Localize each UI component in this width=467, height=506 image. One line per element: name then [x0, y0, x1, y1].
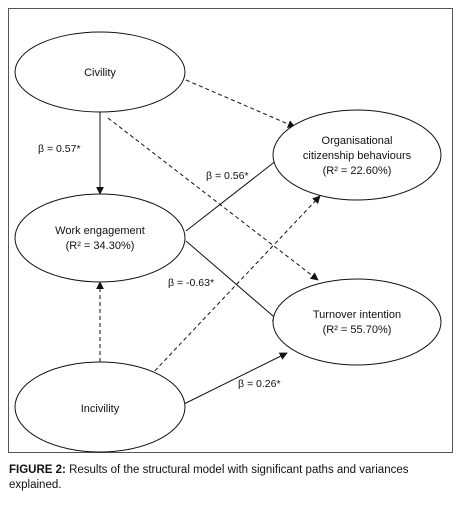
beta-incivility-turnover: β = 0.26*: [238, 378, 281, 390]
ocb-label-line1: Organisational: [322, 135, 393, 147]
figure-caption: FIGURE 2: Results of the structural mode…: [9, 463, 459, 493]
turnover-label: Turnover intention: [313, 309, 401, 321]
beta-civility-engagement: β = 0.57*: [38, 143, 81, 155]
incivility-label: Incivility: [81, 403, 120, 415]
caption-text: Results of the structural model with sig…: [9, 464, 409, 491]
civility-label: Civility: [84, 67, 116, 79]
node-incivility: Incivility: [14, 361, 186, 453]
path-engagement-to-ocb: [185, 152, 287, 232]
beta-engagement-ocb: β = 0.56*: [206, 170, 249, 182]
caption-figure-label: FIGURE 2:: [9, 464, 66, 476]
turnover-r2: (R² = 55.70%): [323, 324, 392, 336]
path-civility-to-turnover: [107, 117, 319, 281]
path-civility-to-ocb: [185, 79, 296, 128]
structural-model-diagram: Civility Work engagement (R² = 34.30%) I…: [14, 31, 442, 453]
ocb-r2: (R² = 22.60%): [323, 165, 392, 177]
node-work-engagement: Work engagement (R² = 34.30%): [14, 193, 186, 283]
path-incivility-to-ocb: [149, 195, 321, 377]
figure-frame: [8, 8, 453, 453]
node-turnover-intention: Turnover intention (R² = 55.70%): [272, 278, 442, 366]
node-civility: Civility: [14, 31, 186, 113]
work-engagement-r2: (R² = 34.30%): [66, 240, 135, 252]
path-engagement-to-turnover: [185, 240, 281, 323]
path-incivility-to-turnover: [183, 352, 288, 405]
ocb-label-line2: citizenship behaviours: [303, 150, 412, 162]
work-engagement-label: Work engagement: [55, 225, 145, 237]
node-ocb: Organisational citizenship behaviours (R…: [272, 109, 442, 201]
beta-engagement-turnover: β = -0.63*: [168, 277, 214, 289]
